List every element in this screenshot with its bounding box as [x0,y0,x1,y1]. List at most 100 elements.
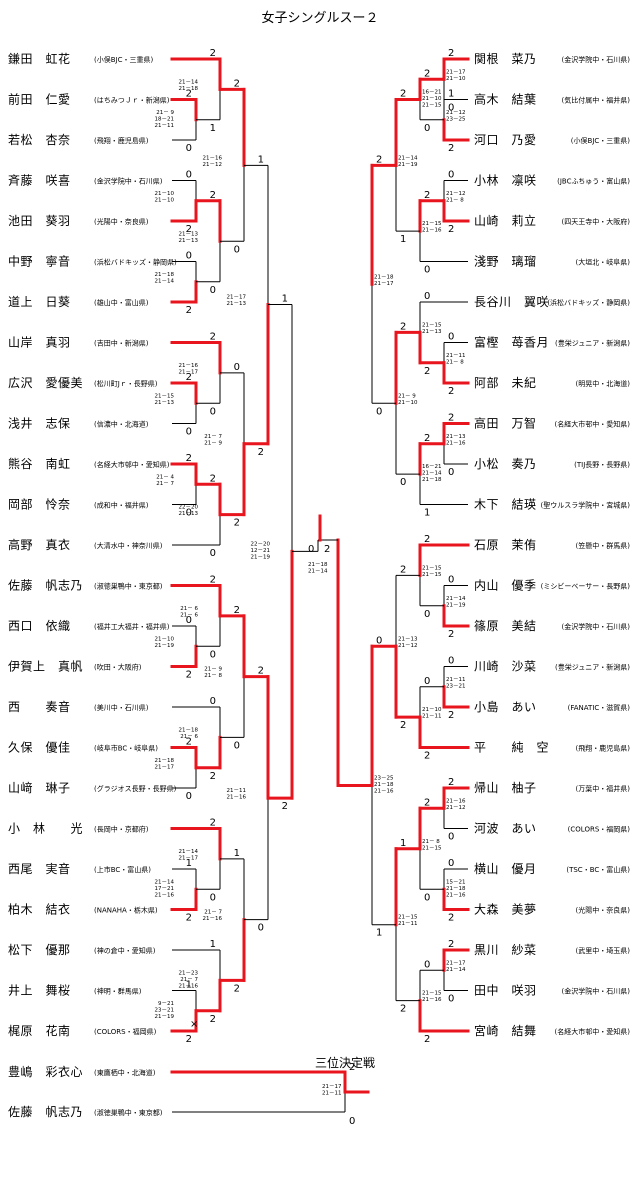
match-score: 2 [448,710,454,721]
player-team: (はちみつＪｒ・新潟県) [94,96,170,105]
player-name: 高木 結葉 [474,92,537,107]
game-score: 21－19 [446,602,466,608]
game-score: 21－ 9 [204,667,222,673]
match-score: 2 [282,801,288,812]
match-score: 2 [424,190,430,201]
game-score: 21－14 [179,849,199,855]
player-name: 阿部 未紀 [474,375,537,390]
match-score: 2 [186,89,192,100]
player-name: 道上 日葵 [8,295,71,309]
match-score: 0 [448,832,454,843]
game-score: 21－12 [446,191,466,197]
player-team: (COLORS・福岡県) [568,825,631,834]
game-score: 9－21 [158,1001,174,1007]
player-team: (豊栄ジュニア・新潟県) [555,663,630,672]
player-team: (東鷹栖中・北海道) [94,1068,156,1077]
player-team: (NANAHA・栃木県) [94,906,158,915]
player-team: (名経大市邨中・愛知県) [555,1027,631,1036]
player-team: (大垣北・岐阜県) [576,258,631,267]
player-name: 浅井 志保 [8,417,71,431]
game-score: 21－16 [446,798,466,804]
match-score: 2 [448,939,454,950]
game-score: 21－ 6 [180,606,198,612]
match-score: 0 [424,892,430,903]
game-score: 21－18 [155,758,175,764]
player-name: 石原 茉侑 [474,538,537,552]
game-score: 21－ 7 [204,910,222,916]
game-score: 21－ 7 [204,434,222,440]
match-score: 1 [258,154,264,165]
bracket-lines [170,57,470,1113]
match-score: 0 [424,959,430,970]
player-team: (豊栄ジュニア・新潟県) [555,339,630,348]
player-name: 木下 結瑛 [474,498,537,512]
match-score: 2 [210,818,216,829]
match-score: 0 [424,609,430,620]
match-score: 0 [448,332,454,343]
game-score: 21－13 [422,329,442,335]
player-name: 高田 万智 [474,416,537,431]
match-score: 2 [448,629,454,640]
match-score: 1 [234,848,240,859]
player-name: 内山 優季 [474,579,537,593]
game-score: 21－16 [446,892,466,898]
game-score: 23－21 [155,1007,175,1013]
match-score: 2 [424,797,430,808]
player-team: (気比付属中・福井県) [562,96,631,105]
game-score: 21－17 [179,855,199,861]
match-score: 1 [210,939,216,950]
player-name: 梶原 花南 [8,1023,71,1038]
player-team: (聖ウルスラ学院中・宮城県) [541,501,631,510]
player-name: 関根 菜乃 [474,52,537,66]
game-score: 21－18 [422,477,442,483]
game-score: 21－12 [398,643,418,649]
player-team: (TSC・BC・富山県) [566,865,630,874]
player-name: 熊谷 南虹 [8,456,71,471]
match-score: 2 [234,518,240,529]
player-team: (ミシビーベーサー・長野県) [541,582,631,591]
match-score: 2 [186,670,192,681]
game-score: 22－20 [251,541,271,547]
game-score: 16－21 [422,464,442,470]
game-score: 21－15 [398,915,418,921]
game-score: 21－16 [227,795,247,801]
game-score: 23－25 [374,775,394,781]
game-score: 21－13 [398,636,418,642]
match-score: 0 [186,427,192,438]
player-team: (松川町Jｒ・長野県) [94,379,158,388]
game-score: 21－14 [398,155,418,161]
player-team: (光陽中・奈良県) [576,906,631,915]
game-score: 21－11 [322,1091,342,1097]
page-title: 女子シングルスー２ [261,10,378,26]
game-score: 21－16 [155,892,175,898]
match-score: 2 [210,190,216,201]
player-team: (武里中・埼玉県) [576,946,631,955]
player-team: (神の倉中・愛知県) [94,946,156,955]
game-score: 21－19 [398,162,418,168]
match-score: 2 [186,737,192,748]
match-score: 2 [448,777,454,788]
player-name: 河波 あい [474,822,537,836]
match-score: 2 [400,720,406,731]
game-score: 21－ 8 [446,359,464,365]
game-score: 15－21 [446,879,466,885]
game-score: 21－14 [446,596,466,602]
game-score: 21－10 [398,400,418,406]
player-name: 斉藤 咲喜 [8,173,71,188]
match-score: 1 [186,858,192,869]
match-score: 2 [424,433,430,444]
match-score: 0 [234,740,240,751]
match-score: 0 [448,467,454,478]
game-score: 21－15 [422,572,442,578]
game-score: 21－16 [374,788,394,794]
player-name: 小 林 光 [8,822,83,836]
player-name: 宮崎 結舞 [474,1023,537,1038]
player-name: 黒川 紗菜 [474,943,537,957]
match-score: 2 [186,913,192,924]
game-score: 21－18 [446,886,466,892]
game-score: 21－13 [179,238,199,244]
game-score: 21－15 [422,322,442,328]
player-name: 山崎 莉立 [474,213,537,228]
game-score: 21－18 [374,782,394,788]
player-name: 若松 杏奈 [8,133,71,147]
